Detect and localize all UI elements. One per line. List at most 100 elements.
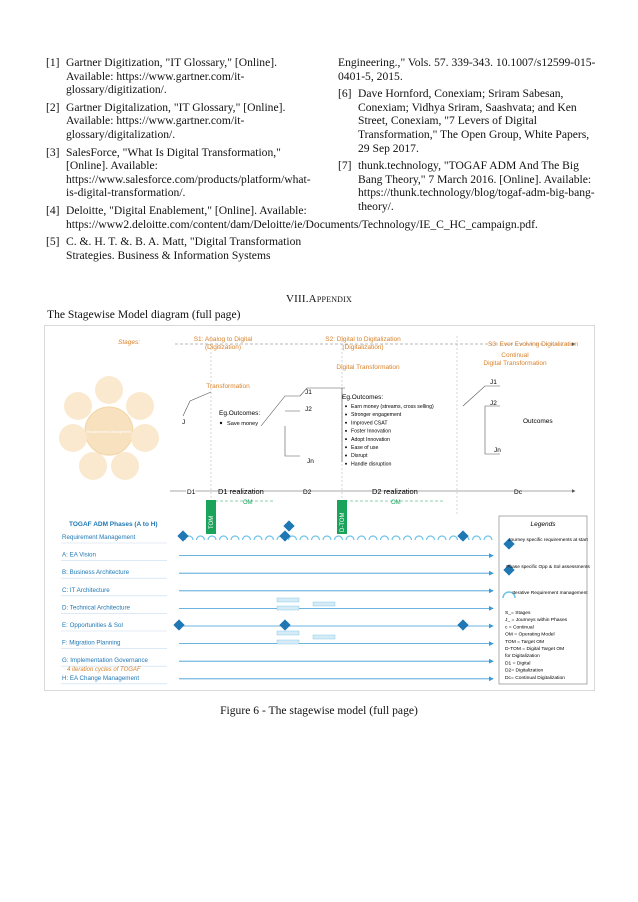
- s3-title: S3: Ever Evolving Digitalization: [488, 341, 578, 348]
- sub-journey-box: [312, 634, 336, 640]
- sub-journey-box: [276, 605, 300, 611]
- outcome-bullet: [345, 438, 347, 441]
- wheel-node-f: [59, 424, 87, 452]
- outcome-2-item: Ease of use: [351, 445, 379, 451]
- iteration-arc: [230, 535, 240, 541]
- reference-number: [5]: [46, 235, 60, 249]
- iteration-arc: [287, 535, 298, 541]
- wheel-node-b: [126, 392, 154, 420]
- wheel-node-a: [95, 376, 123, 404]
- outcome-bullet: [345, 429, 347, 432]
- dc-label: Dc: [514, 489, 523, 496]
- reference-text: thunk.technology, "TOGAF ADM And The Big…: [358, 159, 595, 213]
- reference-7: [7] thunk.technology, "TOGAF ADM And The …: [338, 159, 596, 213]
- d-tom-label: D-TOM: [340, 512, 346, 532]
- phase-label: D: Technical Architecture: [62, 604, 131, 611]
- reference-number: [1]: [46, 56, 60, 69]
- d2-label: D2: [303, 489, 312, 496]
- iteration-arc: [299, 535, 309, 541]
- reference-2: [2]Gartner Digitalization, "IT Glossary,…: [46, 101, 304, 142]
- reference-6: [6]Dave Hornford, Conexiam; Sriram Sabes…: [338, 87, 596, 155]
- iteration-arc: [207, 535, 217, 541]
- legend-definition: S_= Stages: [505, 610, 531, 616]
- outcomes-1-heading: Eg.Outcomes:: [219, 410, 260, 417]
- s3-journey-tree: [462, 385, 500, 455]
- d1-label-bg: D1: [187, 489, 196, 496]
- tom-label: TOM: [209, 516, 215, 529]
- reference-5-continuation: Engineering.," Vols. 57. 339-343. 10.100…: [338, 56, 596, 83]
- d2-realization-label: D2 realization: [372, 487, 418, 496]
- outcome-2-item: Adopt Innovation: [351, 437, 390, 443]
- s1-title: S1: Analog to Digital: [194, 336, 253, 343]
- reference-5: [5]C. &. H. T. &. B. A. Matt, "Digital T…: [46, 235, 304, 262]
- s2-j2: J2: [305, 406, 312, 413]
- d1-label: D1: [187, 489, 196, 496]
- wheel-node-e: [79, 452, 107, 480]
- outcome-bullet: [219, 421, 223, 425]
- section-number: VIII.: [285, 293, 309, 305]
- continual-label: Continual: [501, 352, 529, 359]
- s2-journey-tree: [260, 395, 300, 457]
- s3-jn: Jn: [494, 447, 501, 454]
- outcome-bullet: [345, 446, 347, 449]
- journey-marker: [173, 619, 185, 631]
- digital-transformation-label: Digital Transformation: [336, 364, 400, 371]
- legend-definition: c = Continual: [505, 624, 534, 630]
- legend-journey-text: Journey specific requirements at start: [508, 537, 588, 543]
- legend-definition: D1 = Digital: [505, 660, 530, 666]
- iteration-arc: [402, 535, 413, 541]
- diagram-caption: The Stagewise Model diagram (full page): [47, 308, 241, 321]
- iteration-arc: [483, 535, 493, 541]
- s3-j2: J2: [490, 400, 497, 407]
- legend-iterative-text: Iterative Requirement management: [512, 590, 588, 596]
- reference-number: [2]: [46, 100, 60, 114]
- s2-j1: J1: [305, 389, 312, 396]
- legend-definition: OM = Operating Model: [505, 632, 555, 638]
- reference-text: SalesForce, "What Is Digital Transformat…: [66, 145, 311, 200]
- iteration-arc: [391, 535, 401, 541]
- d1-realization-label: D1 realization: [218, 487, 264, 496]
- outcomes-2-list: Earn money (streams, cross selling)Stron…: [345, 404, 434, 467]
- iteration-arc: [368, 535, 378, 541]
- s2-jn: Jn: [307, 458, 314, 465]
- journey-marker: [177, 530, 189, 542]
- iteration-arc: [414, 535, 424, 541]
- s2-subtitle: (Digitalization): [342, 344, 383, 351]
- sub-journey-box: [276, 639, 300, 645]
- sub-journey-box: [276, 597, 300, 603]
- iteration-arc: [471, 535, 482, 541]
- s1-subtitle: (Digitization): [205, 344, 241, 351]
- legend-definition: J_ = Journeys within Phases: [505, 617, 568, 623]
- legend-journey-icon: [503, 538, 515, 550]
- legend-definition: Dc= Continual Digitalization: [505, 675, 565, 681]
- om-label-1: OM: [243, 500, 253, 506]
- outcome-2-item: Improved CSAT: [351, 420, 388, 426]
- phases-title: TOGAF ADM Phases (A to H): [69, 521, 158, 528]
- iteration-arc: [264, 535, 275, 541]
- reference-number: [7]: [338, 159, 352, 173]
- legend-definition: for Digitalization: [505, 653, 540, 659]
- phase-label: H: EA Change Management: [62, 675, 139, 682]
- reference-text: Gartner Digitization, "IT Glossary," [On…: [66, 56, 278, 97]
- iteration-arc: [195, 535, 206, 541]
- legend-definition: D-TOM = Digital Target OM: [505, 646, 564, 652]
- figure-caption: Figure 6 - The stagewise model (full pag…: [220, 704, 418, 717]
- continual-digital-transformation-label: Digital Transformation: [483, 360, 547, 367]
- reference-3: [3]SalesForce, "What Is Digital Transfor…: [46, 146, 311, 200]
- outcome-bullet: [345, 413, 347, 416]
- legend-definition: TOM = Target OM: [505, 639, 544, 645]
- outcome-2-item: Foster Innovation: [351, 429, 391, 435]
- transformation-label: Transformation: [206, 383, 250, 390]
- journey-marker: [283, 520, 295, 532]
- iteration-arc: [310, 535, 321, 541]
- iteration-arc: [437, 535, 447, 541]
- outcome-1-item: Save money: [227, 421, 258, 427]
- s2-link: [299, 387, 345, 397]
- outcome-2-item: Handle disruption: [351, 461, 391, 467]
- legend-phase-text: Phase specific Opp & Sol assessments: [506, 564, 590, 570]
- s3-j1: J1: [490, 379, 497, 386]
- reference-number: [4]: [46, 203, 60, 217]
- phase-label: A: EA Vision: [62, 552, 96, 559]
- journey-marker: [279, 619, 291, 631]
